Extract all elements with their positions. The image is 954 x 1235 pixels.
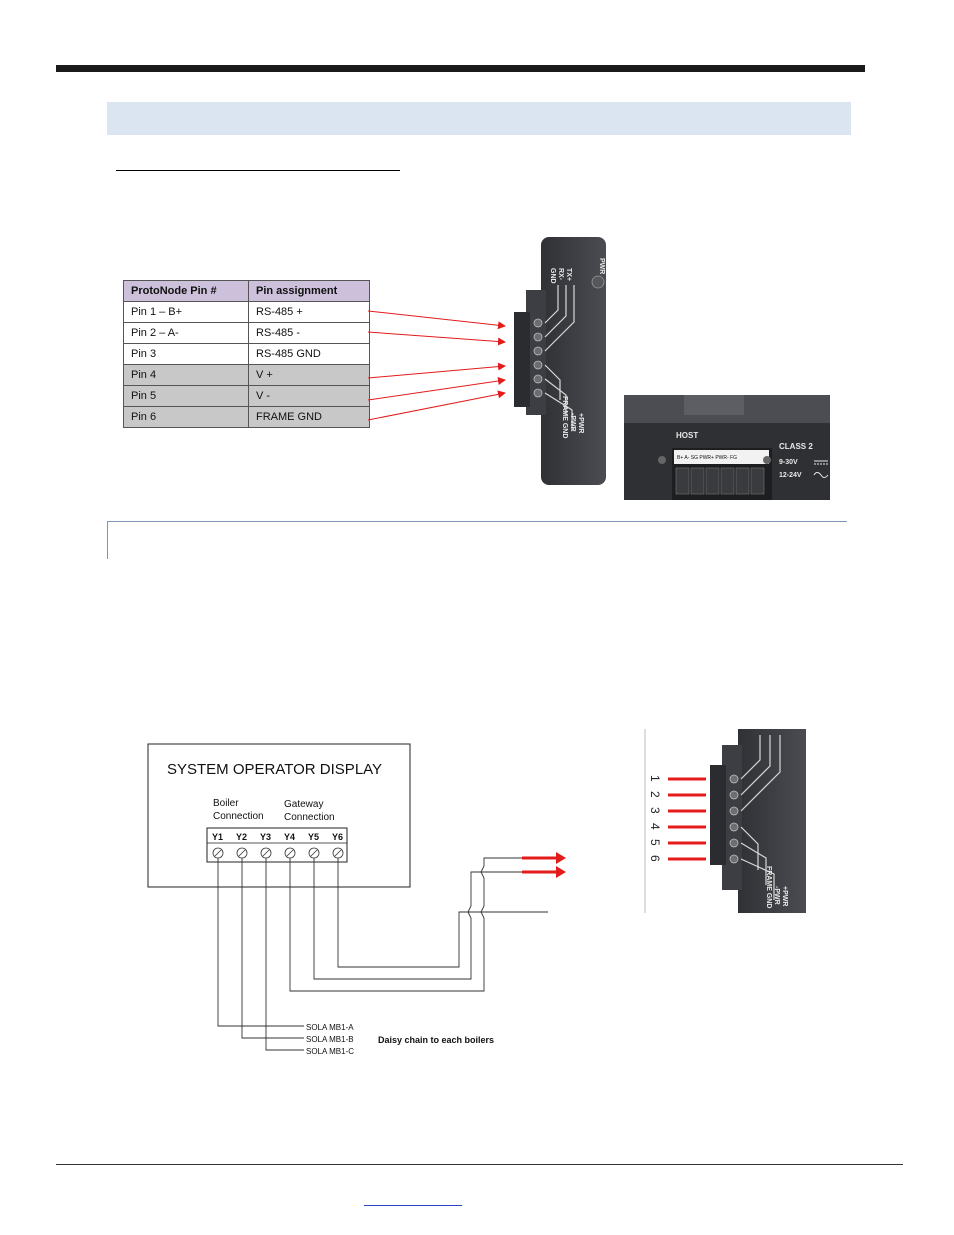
assignment-cell: RS-485 GND — [248, 343, 370, 365]
assignment-cell: FRAME GND — [248, 406, 370, 428]
terminal-y3: Y3 — [260, 832, 271, 842]
note-box — [107, 521, 847, 559]
dc-voltage-label: 9-30V — [779, 459, 798, 466]
table-row: Pin 2 – A- RS-485 - — [123, 322, 370, 344]
system-operator-display: SYSTEM OPERATOR DISPLAY Boiler Connectio… — [147, 743, 411, 888]
table-row: Pin 6 FRAME GND — [123, 406, 370, 428]
device-label-pwr-minus: -PWR — [569, 413, 576, 432]
terminal-y5: Y5 — [308, 832, 319, 842]
pin-cell: Pin 3 — [123, 343, 249, 365]
pin-number-6: 6 — [648, 855, 662, 862]
device-label-pwr: PWR — [598, 258, 605, 274]
terminal-y2: Y2 — [236, 832, 247, 842]
table-row: Pin 3 RS-485 GND — [123, 343, 370, 365]
arrow-pin-6 — [367, 390, 506, 421]
gateway-label-line1: Gateway — [284, 799, 323, 810]
device-label-tx: TX+ — [565, 268, 572, 281]
ac-voltage-label: 12-24V — [779, 472, 802, 479]
arrow-pin-5 — [367, 377, 506, 401]
assignment-cell: V + — [248, 364, 370, 386]
footer-link[interactable] — [364, 1192, 462, 1206]
host-terminal-label: B+ A- SG PWR+ PWR- FG — [677, 455, 737, 461]
arrow-pin-4 — [367, 362, 506, 379]
gateway-arrows — [522, 852, 566, 878]
pin-arrows — [367, 310, 506, 421]
pin-number-3: 3 — [648, 807, 662, 814]
bottom-label-pwr-plus: +PWR — [781, 886, 788, 906]
class-label: CLASS 2 — [779, 442, 813, 451]
chain-label-c: SOLA MB1-C — [306, 1047, 354, 1056]
protonode-device-photo: PWR GND RX- TX+ +PWR -PWR FRAME GND — [514, 237, 606, 485]
device-label-pwr-plus: +PWR — [577, 413, 584, 433]
footer-rule — [56, 1164, 903, 1165]
terminal-y6: Y6 — [332, 832, 343, 842]
chain-label-b: SOLA MB1-B — [306, 1035, 354, 1044]
header-rule — [56, 65, 865, 72]
terminal-y1: Y1 — [212, 832, 223, 842]
daisy-chain-note: Daisy chain to each boilers — [378, 1035, 494, 1045]
boiler-label-line2: Connection — [213, 811, 264, 822]
arrow-pin-2 — [367, 331, 506, 346]
chain-label-a: SOLA MB1-A — [306, 1023, 354, 1032]
terminal-y4: Y4 — [284, 832, 295, 842]
arrow-pin-1 — [367, 310, 506, 330]
host-connector-photo: HOST B+ A- SG PWR+ PWR- FG CLASS 2 9-30V… — [624, 395, 830, 500]
device-label-rx: RX- — [557, 268, 564, 281]
pin-number-4: 4 — [648, 823, 662, 830]
bottom-label-pwr-minus: -PWR — [773, 886, 780, 905]
bottom-label-frame-gnd: FRAME GND — [765, 866, 772, 908]
pin-assignment-table: ProtoNode Pin # Pin assignment Pin 1 – B… — [123, 280, 370, 428]
boiler-label-line1: Boiler — [213, 798, 239, 809]
pin-cell: Pin 1 – B+ — [123, 301, 249, 323]
assignment-cell: V - — [248, 385, 370, 407]
subheading-underline — [116, 170, 400, 171]
section-heading-band — [107, 102, 851, 135]
display-title: SYSTEM OPERATOR DISPLAY — [167, 761, 382, 778]
pin-cell: Pin 6 — [123, 406, 249, 428]
device-label-gnd: GND — [549, 268, 556, 284]
column-header: ProtoNode Pin # — [123, 280, 249, 302]
host-label: HOST — [676, 431, 698, 440]
gateway-label-line2: Connection — [284, 812, 335, 823]
pin-number-1: 1 — [648, 775, 662, 782]
protonode-pin-photo: 1 2 3 4 5 6 +PWR -PWR FRAME GND — [644, 729, 806, 913]
table-row: Pin 5 V - — [123, 385, 370, 407]
pin-number-5: 5 — [648, 839, 662, 846]
device-label-frame-gnd: FRAME GND — [561, 396, 568, 438]
pin-number-2: 2 — [648, 791, 662, 798]
wiring-lines — [217, 857, 548, 1051]
